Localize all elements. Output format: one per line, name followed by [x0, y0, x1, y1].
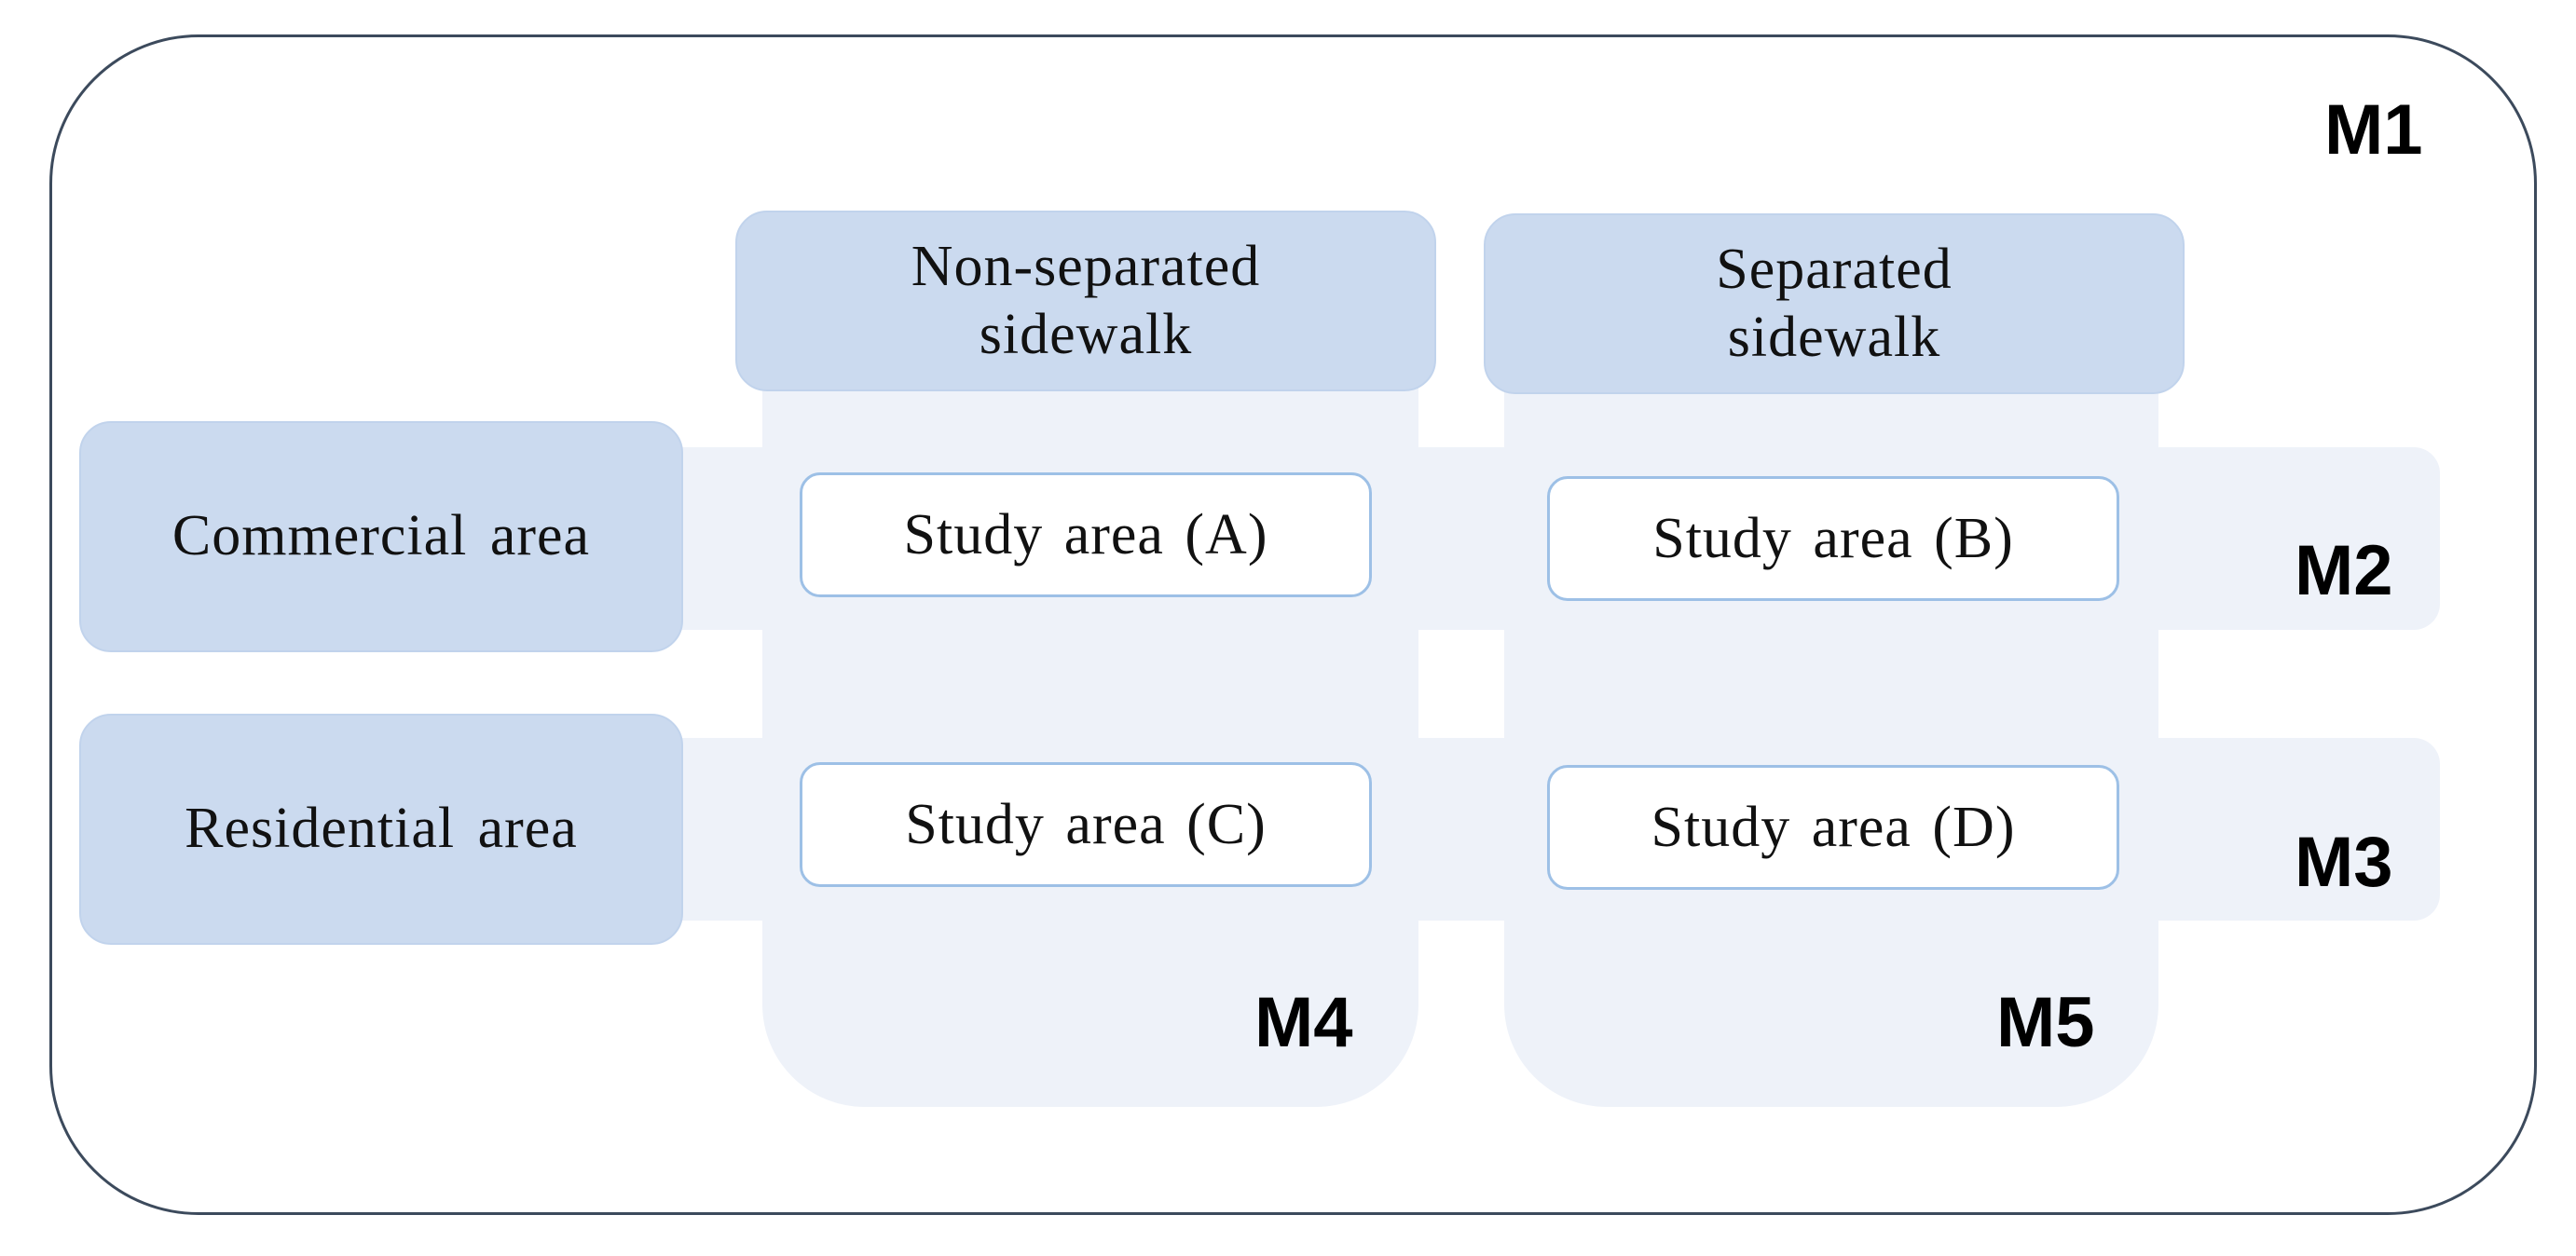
study-area-label: Study area (B) — [1652, 506, 2014, 570]
model-label-m5: M5 — [1996, 983, 2095, 1062]
column-header-non-separated: Non-separated sidewalk — [735, 211, 1436, 391]
study-area-a: Study area (A) — [800, 472, 1372, 597]
study-area-d: Study area (D) — [1547, 765, 2119, 890]
study-area-label: Study area (C) — [905, 792, 1267, 856]
column-header-line2: sidewalk — [1727, 306, 1941, 369]
study-area-label: Study area (A) — [903, 502, 1268, 567]
column-header-line1: Separated — [1716, 237, 1953, 301]
model-label-m3: M3 — [2295, 823, 2393, 902]
row-header-label: Residential area — [185, 797, 578, 861]
row-header-residential: Residential area — [79, 714, 683, 945]
row-header-label: Commercial area — [171, 504, 591, 568]
study-area-b: Study area (B) — [1547, 476, 2119, 601]
study-area-label: Study area (D) — [1651, 795, 2016, 859]
column-header-line1: Non-separated — [911, 234, 1261, 298]
column-header-separated: Separated sidewalk — [1484, 213, 2185, 394]
model-m5-column-band — [1504, 252, 2158, 1107]
model-label-m2: M2 — [2295, 531, 2393, 610]
column-header-line2: sidewalk — [979, 303, 1193, 366]
model-label-m4: M4 — [1254, 983, 1353, 1062]
study-area-c: Study area (C) — [800, 762, 1372, 887]
model-m4-column-band — [762, 252, 1418, 1107]
row-header-commercial: Commercial area — [79, 421, 683, 652]
model-label-m1: M1 — [2324, 90, 2423, 170]
